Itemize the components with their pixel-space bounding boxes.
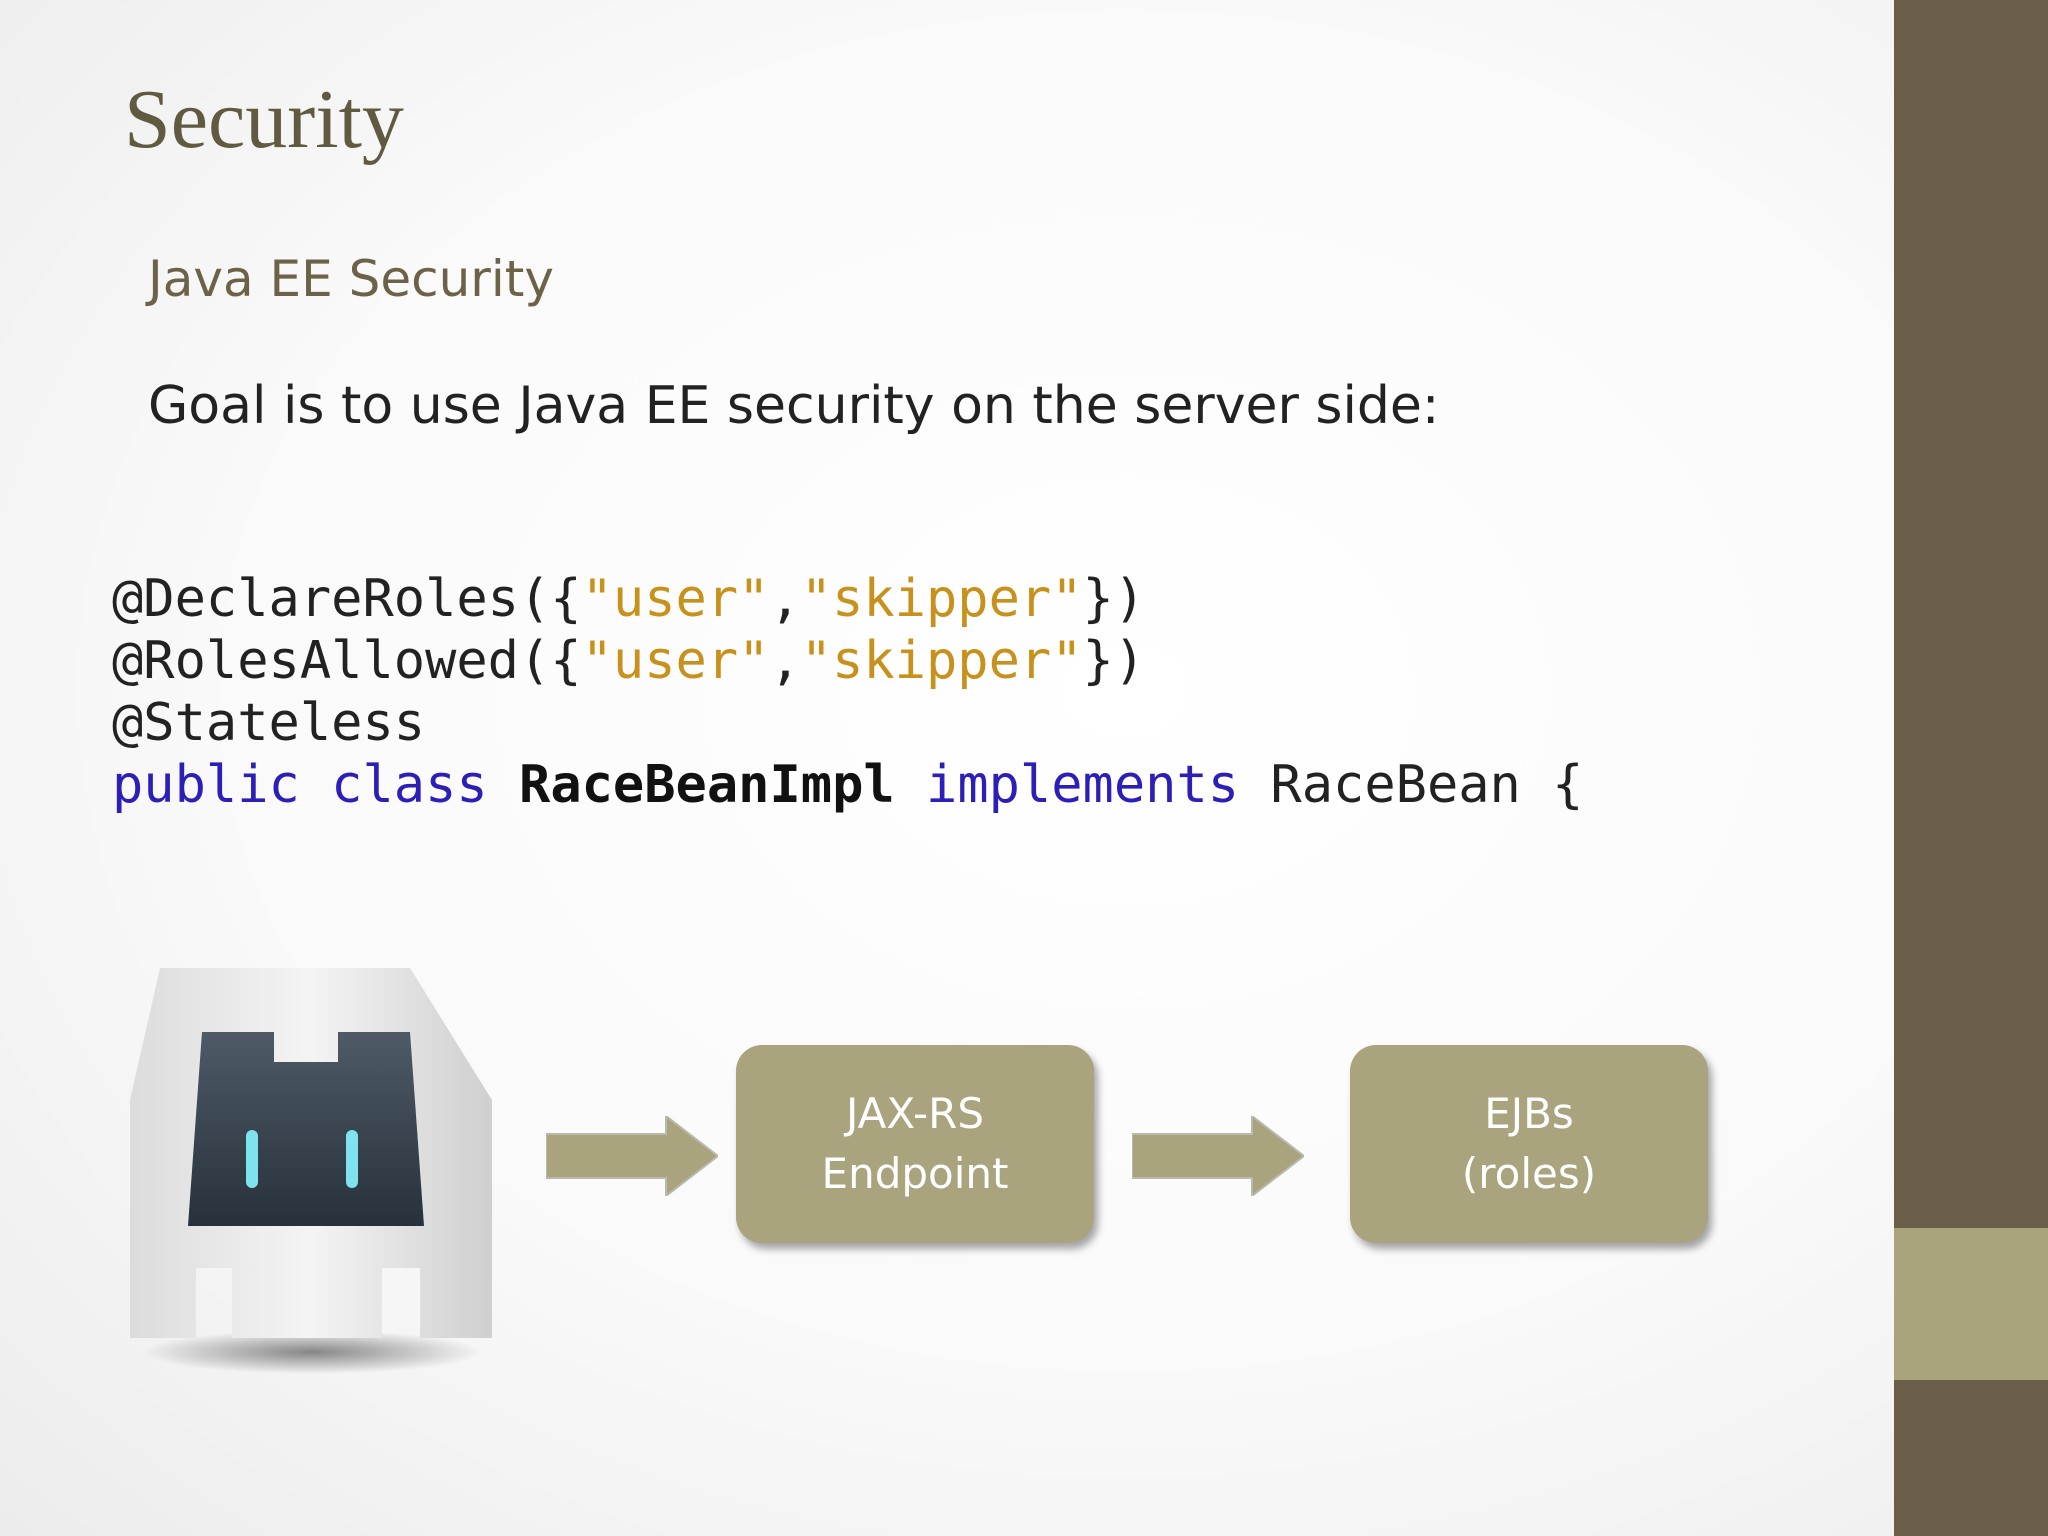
code-token: }) — [1082, 569, 1146, 629]
code-string: "user" — [581, 631, 770, 691]
arrow-right-icon — [546, 1116, 718, 1196]
code-token: RaceBean { — [1270, 755, 1584, 815]
code-string: "skipper" — [800, 569, 1083, 629]
code-token: @RolesAllowed({ — [112, 631, 582, 691]
code-line-roles-allowed: @RolesAllowed({"user","skipper"}) — [112, 630, 1583, 692]
code-keyword: public — [112, 755, 300, 815]
code-token: @Stateless — [112, 693, 426, 753]
box-label-line-1: JAX-RS — [845, 1089, 985, 1138]
code-line-class-declaration: public class RaceBeanImpl implements Rac… — [112, 754, 1583, 816]
code-string: "skipper" — [800, 631, 1083, 691]
code-class-name: RaceBeanImpl — [519, 755, 895, 815]
arrow-right-icon — [1132, 1116, 1304, 1196]
box-label-line-2: (roles) — [1461, 1149, 1597, 1198]
ejbs-roles-box: EJBs (roles) — [1350, 1045, 1708, 1243]
goal-text: Goal is to use Java EE security on the s… — [148, 376, 1440, 436]
side-bar-accent — [1894, 1228, 2048, 1380]
code-string: "user" — [581, 569, 770, 629]
cordova-robot-icon — [130, 968, 492, 1374]
code-token: }) — [1082, 631, 1146, 691]
code-keyword: class — [331, 755, 488, 815]
code-snippet: @DeclareRoles({"user","skipper"})@RolesA… — [112, 568, 1583, 816]
code-token: @DeclareRoles({ — [112, 569, 582, 629]
slide-title: Security — [124, 73, 404, 166]
box-label-line-2: Endpoint — [821, 1149, 1009, 1198]
code-line-declare-roles: @DeclareRoles({"user","skipper"}) — [112, 568, 1583, 630]
box-label-line-1: EJBs — [1484, 1089, 1574, 1138]
code-token: , — [769, 569, 801, 629]
code-token: , — [769, 631, 801, 691]
code-line-stateless: @Stateless — [112, 692, 1583, 754]
code-keyword: implements — [926, 755, 1240, 815]
jax-rs-endpoint-box: JAX-RS Endpoint — [736, 1045, 1094, 1243]
slide-subtitle: Java EE Security — [148, 250, 554, 308]
